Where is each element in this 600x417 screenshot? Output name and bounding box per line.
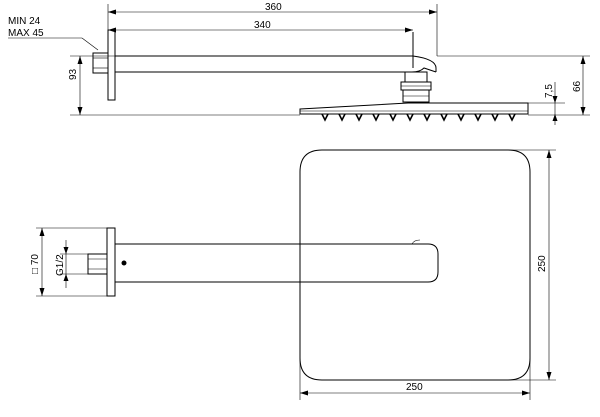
side-view <box>92 29 529 122</box>
dim-360-label: 360 <box>265 2 282 13</box>
dim-250-horizontal-label: 250 <box>406 382 423 393</box>
nozzle <box>491 113 499 122</box>
wall-flange <box>107 29 116 101</box>
nozzle <box>321 113 329 122</box>
dim-70-label: □ 70 <box>30 254 41 274</box>
arm-elbow-inner <box>411 67 437 73</box>
dim-arm-length: 340 <box>108 20 413 33</box>
nozzle <box>338 113 346 122</box>
dim-93-label: 93 <box>68 68 79 80</box>
dim-head-height: 66 <box>437 55 590 116</box>
nozzle <box>406 113 414 122</box>
dim-thread: G1/2 <box>55 240 88 288</box>
note-max: MAX 45 <box>8 28 44 39</box>
note-min: MIN 24 <box>8 16 41 27</box>
top-view <box>87 149 531 381</box>
dim-overall-length: 360 <box>107 2 438 56</box>
wall-flange-top <box>106 227 116 297</box>
dim-g12-label: G1/2 <box>55 254 66 276</box>
dim-7-5-label: 7,5 <box>544 84 555 98</box>
nozzle-row <box>321 113 516 122</box>
head-outline <box>299 149 531 381</box>
dim-flange-square: □ 70 <box>30 227 107 297</box>
arm-top-view <box>115 243 439 283</box>
nozzle <box>440 113 448 122</box>
nozzle <box>474 113 482 122</box>
nozzle <box>389 113 397 122</box>
dim-66-label: 66 <box>572 80 583 92</box>
dim-head-width: 250 <box>299 358 531 400</box>
dim-head-thickness: 7,5 <box>528 82 565 125</box>
dim-arrows <box>63 247 69 281</box>
nozzle <box>355 113 363 122</box>
dim-arrows <box>552 96 558 121</box>
arm-screw-dot <box>121 260 127 266</box>
dim-250-vertical-label: 250 <box>537 255 548 272</box>
nozzle <box>508 113 516 122</box>
nozzle <box>423 113 431 122</box>
nozzle <box>457 113 465 122</box>
nozzle <box>372 113 380 122</box>
dim-head-depth: 250 <box>508 149 556 381</box>
joint-top <box>404 71 428 83</box>
arm-joint-arc <box>411 239 421 245</box>
shower-arm <box>115 55 414 73</box>
head-plate <box>299 102 529 115</box>
wall-connector-top <box>87 253 108 275</box>
dim-340-label: 340 <box>254 20 271 31</box>
dim-arrows <box>39 228 45 296</box>
note-leader-arrow <box>81 37 99 51</box>
dim-arm-height: 93 <box>68 55 300 116</box>
wall-connector <box>92 52 109 74</box>
arm-elbow <box>412 32 437 72</box>
